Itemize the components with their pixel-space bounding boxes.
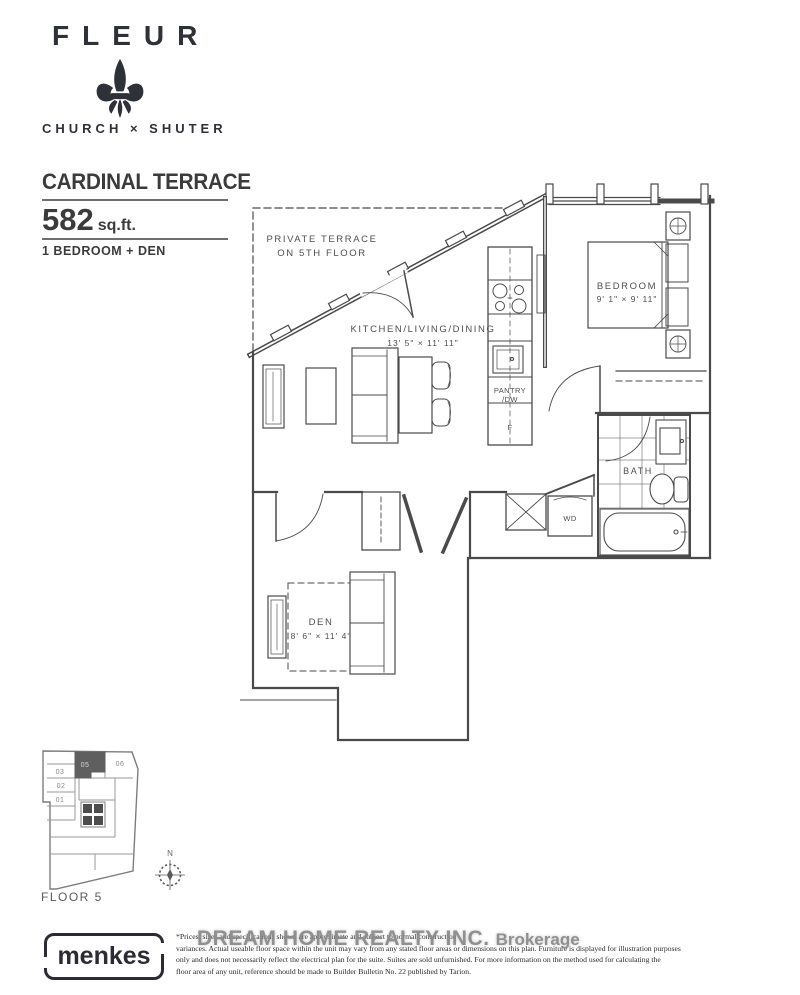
coffee-table [305,367,337,425]
dining-chairs [431,361,451,427]
kitchen-counter [487,246,546,446]
den-area [267,571,396,675]
bedside-lamp-bottom [665,329,691,359]
kitchen-sink [492,345,524,374]
media-console [262,364,285,429]
keyplan-core [83,804,103,825]
bedside-lamp-top [665,211,691,241]
compass-rose: N [155,849,185,890]
keyplan-unit-05: 05 [81,762,90,769]
entry-doors [401,493,469,555]
bathtub [599,508,690,556]
bedroom-window-wall [545,183,715,206]
divider [42,199,228,201]
terrace-boundary [252,207,519,352]
keyplan-unit-03: 03 [56,769,65,776]
den-sofa [349,571,396,675]
outer-walls [251,194,712,742]
brokerage-suffix: Brokerage [495,930,580,949]
bedroom-dims: 9' 1" × 9' 11" [597,294,658,304]
fleur-de-lis-icon [94,58,146,123]
night-table [665,287,689,327]
pantry-label-2: /DW [502,395,518,404]
terrace-label: PRIVATE TERRACE [266,234,377,245]
keyplan: 03 02 01 05 06 [42,750,139,890]
floorplan-drawing: PRIVATE TERRACE ON 5TH FLOOR KITCHEN/LIV… [240,183,715,742]
bedroom-closet [615,370,707,382]
laundry-closet [547,495,593,537]
highlighted-unit [74,751,106,779]
hall-closet [361,491,401,551]
disclaimer-line: only and does not necessarily reflect th… [176,955,661,965]
living-furniture [262,347,451,444]
area-number: 582 [42,202,94,237]
den-console [267,595,287,659]
keyplan-unit-02: 02 [57,783,66,790]
terrace-label-2: ON 5TH FLOOR [277,248,366,259]
keyplan-unit-01: 01 [56,797,65,804]
tall-cabinet [536,254,546,314]
brokerage-watermark: DREAM HOME REALTY INC. Brokerage [197,927,580,951]
unit-layout: 1 BEDROOM + DEN [42,244,166,258]
bedroom-door [548,365,601,414]
unit-name: CARDINAL TERRACE [42,169,251,194]
fridge-label: F [508,423,513,432]
terrace-door [358,266,414,318]
stove-burners [492,283,527,314]
pantry-label: PANTRY [494,386,526,395]
cross-street-tagline: CHURCH × SHUTER [42,121,227,136]
disclaimer-text: *Prices, sizes and specifications shown … [176,931,776,977]
den-boundary [287,582,394,672]
toilet [649,473,689,505]
den-dims: 8' 6" × 11' 4" [291,631,352,641]
den-door [275,493,324,542]
divider [42,238,228,240]
disclaimer-line: floor area of any unit, reference should… [176,966,471,976]
kitchen-dims: 13' 5" × 11' 11" [387,338,459,348]
bath-label: BATH [623,466,653,476]
night-table [665,243,689,283]
kitchen-label: KITCHEN/LIVING/DINING [351,324,496,335]
disclaimer-line: *Prices, sizes and specifications shown … [176,932,457,941]
sofa [351,347,399,444]
bath-door-arc [605,416,651,462]
brokerage-name: DREAM HOME REALTY INC. [197,927,490,950]
bathroom [597,414,691,557]
shaft-closet [505,493,547,531]
compass-north-label: N [167,849,173,858]
area-unit: sq.ft. [97,217,136,234]
project-logo-text: FLEUR [52,20,211,51]
den-label: DEN [309,617,334,628]
disclaimer-line: variances. Actual useable floor space wi… [176,943,681,953]
bedroom-label: BEDROOM [597,281,657,292]
laundry-label: WD [563,514,576,523]
bed [587,241,669,329]
builder-logo-text: menkes [57,942,151,970]
logo-notch [42,957,49,968]
bedroom-furniture [587,211,691,359]
keyplan-unit-06: 06 [116,761,125,768]
dining-table [398,356,433,434]
bath-vanity [655,419,687,465]
builder-logo: menkes [42,933,166,980]
logo-notch [159,943,166,954]
keyplan-floor-label: FLOOR 5 [41,890,103,904]
